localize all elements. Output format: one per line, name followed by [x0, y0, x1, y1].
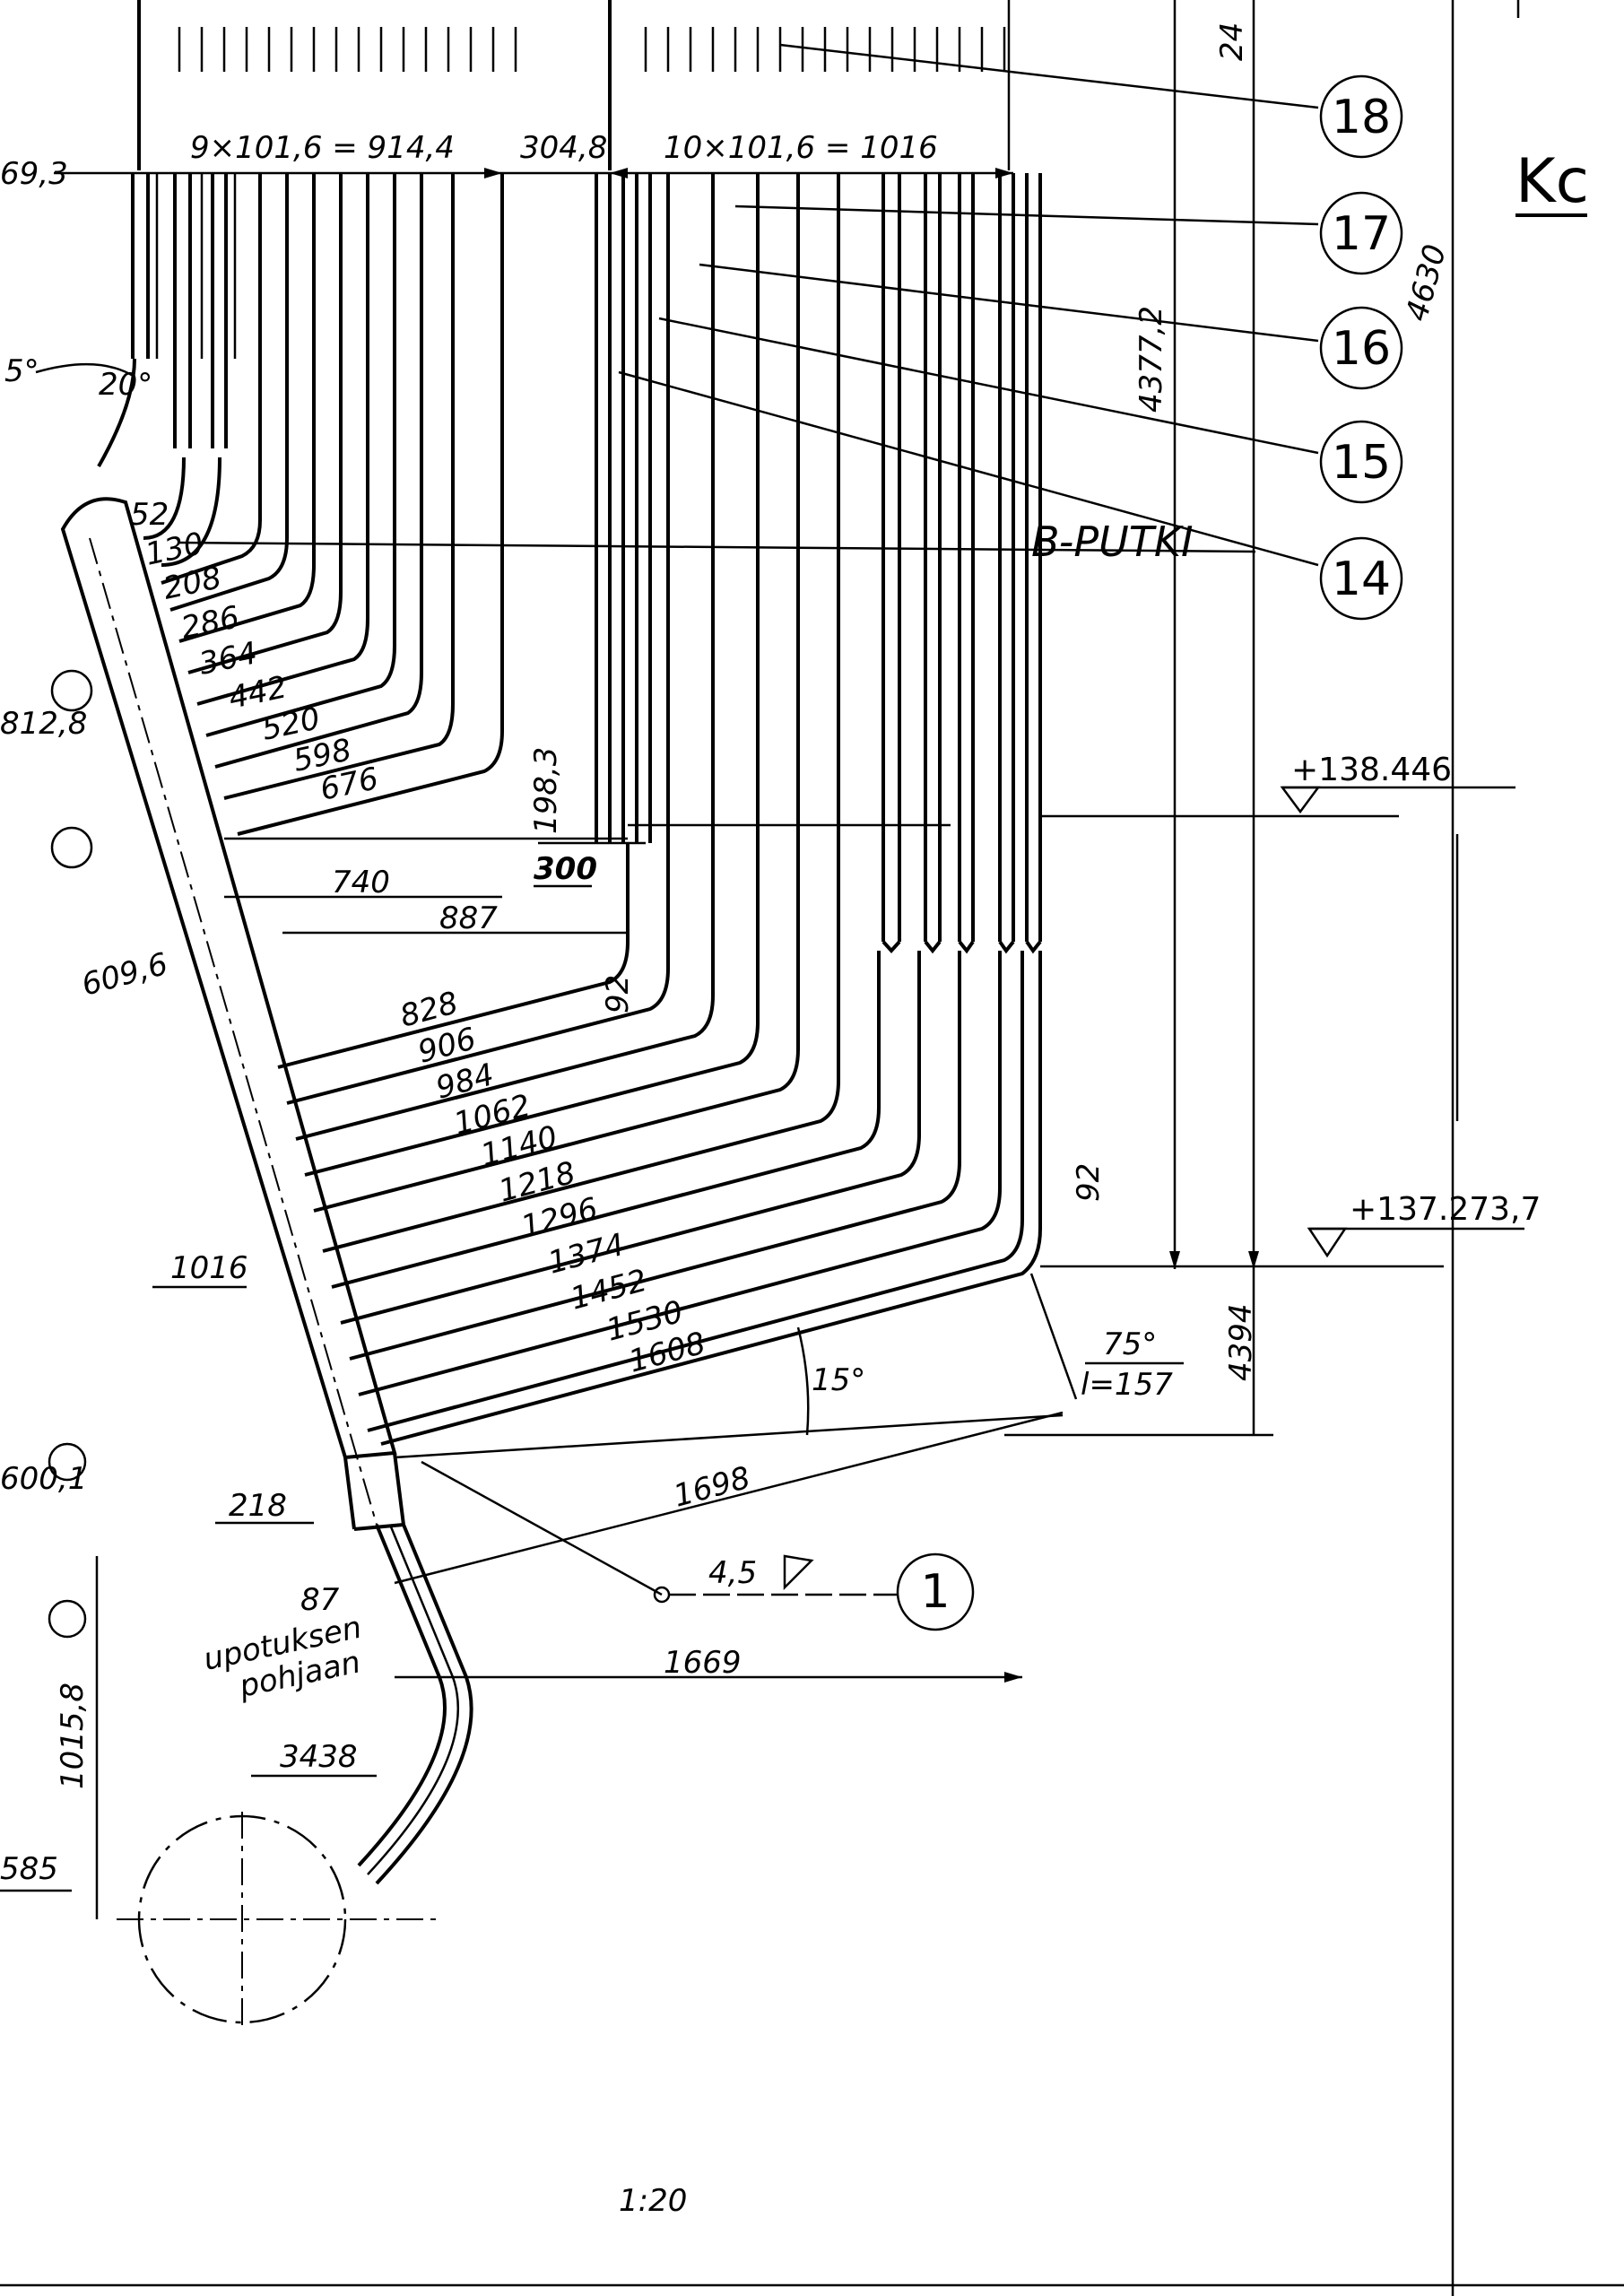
svg-text:15: 15 — [1332, 436, 1391, 490]
dim-609-6: 609,6 — [78, 946, 171, 1004]
dim-1669: 1669 — [664, 1645, 742, 1681]
upper-bent-tubes — [161, 173, 628, 840]
svg-text:18: 18 — [1332, 91, 1391, 144]
dim-top-pitch-right: 10×101,6 = 1016 — [664, 130, 938, 166]
dim-left-585: 585 — [0, 1851, 58, 1887]
dim-218: 218 — [229, 1488, 287, 1524]
top-pitch-dimension — [54, 168, 1013, 178]
svg-text:16: 16 — [1332, 322, 1391, 376]
dim-3438: 3438 — [280, 1739, 358, 1775]
dim-1016: 1016 — [170, 1250, 248, 1286]
level-lower: +137.273,7 — [1350, 1191, 1541, 1228]
dim-top-gap: 304,8 — [520, 130, 607, 166]
balloon-14: 14 — [1319, 536, 1403, 621]
dim-1698: 1698 — [670, 1460, 754, 1515]
length-l-157: l=157 — [1081, 1367, 1173, 1403]
dim-left-600-1: 600,1 — [0, 1461, 87, 1497]
top-tube-stubs — [137, 0, 1011, 170]
dim-887: 887 — [439, 900, 498, 936]
level-mark-lower — [1004, 1227, 1524, 1437]
b-putki-label: B-PUTKI — [1031, 517, 1194, 566]
balloon-1: 1 — [896, 1552, 975, 1631]
dim-left-69-3: 69,3 — [0, 156, 68, 192]
upper-left-tube-bundle — [97, 173, 237, 567]
angle-15-arc — [796, 1326, 810, 1436]
balloon-16: 16 — [1319, 306, 1403, 390]
right-vertical-tubes — [881, 173, 1042, 954]
scale-label: 1:20 — [619, 2183, 687, 2219]
balloon-15: 15 — [1319, 420, 1403, 504]
side-holes — [48, 669, 93, 1639]
angle-15: 15° — [812, 1362, 865, 1398]
upper-length-52: 52 — [130, 497, 169, 533]
dim-left-5deg: 5° — [4, 353, 39, 389]
downcomer-pipe — [117, 1524, 473, 2027]
level-upper: +138.446 — [1291, 752, 1452, 788]
dim-left-812-8: 812,8 — [0, 706, 87, 742]
section-label: Kc — [1515, 146, 1589, 217]
level-mark-upper — [1040, 786, 1515, 818]
dim-height-4377-2: 4377,2 — [1133, 306, 1169, 413]
dim-198-3: 198,3 — [528, 747, 564, 834]
dim-top-right: 24 — [1214, 22, 1250, 61]
svg-text:17: 17 — [1332, 207, 1391, 261]
dim-height-4630: 4630 — [1399, 240, 1454, 325]
dim-1015-8: 1015,8 — [55, 1683, 91, 1789]
balloon-17: 17 — [1319, 191, 1403, 275]
weld-size: 4,5 — [708, 1555, 757, 1591]
dim-top-pitch-left: 9×101,6 = 914,4 — [190, 130, 455, 166]
svg-text:14: 14 — [1332, 552, 1391, 606]
balloon-18: 18 — [1319, 74, 1403, 159]
angle-20-arc — [35, 362, 135, 378]
weld-symbol — [421, 1460, 897, 1604]
dim-height-4394: 4394 — [1223, 1303, 1259, 1381]
dim-300: 300 — [534, 851, 597, 887]
central-tube-group — [538, 173, 951, 845]
angle-75: 75° — [1103, 1326, 1157, 1362]
dim-87: 87 — [300, 1582, 340, 1618]
dim-740: 740 — [332, 865, 390, 900]
balloon-leaders — [178, 43, 1319, 567]
svg-text:1: 1 — [920, 1565, 950, 1619]
dim-92-a: 92 — [600, 975, 636, 1013]
height-dimensions — [1169, 0, 1459, 2296]
dim-92-b: 92 — [1071, 1163, 1107, 1202]
lower-bent-tubes — [277, 173, 1042, 1446]
